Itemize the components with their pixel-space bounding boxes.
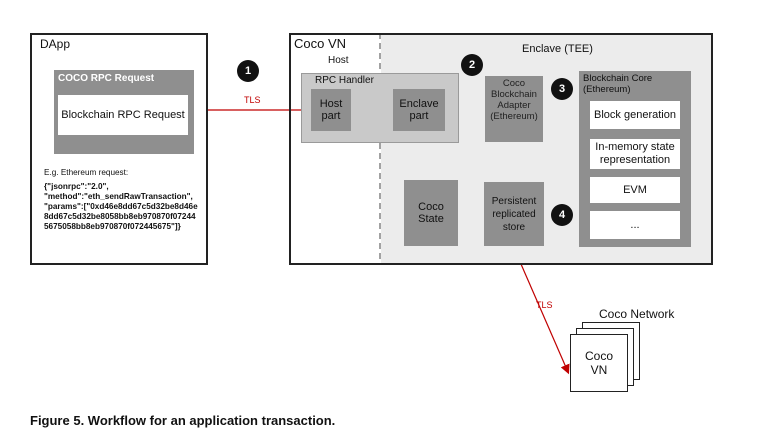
step-badge-1: 1 [237,60,259,82]
in-memory-state-label: In-memory state [595,141,675,153]
adapter-label: (Ethereum) [490,111,538,122]
store-label: replicated [492,208,536,220]
evm-box: EVM [590,177,680,203]
coco-vn-title: Coco VN [294,36,347,51]
step-badge-4: 4 [551,204,573,226]
more-items-box: ... [590,211,680,239]
persistent-store-box: Persistent replicated store [484,182,544,246]
coco-state-label: Coco [418,201,444,213]
example-line: {"jsonrpc":"2.0", [44,182,109,191]
example-request-text: E.g. Ethereum request: {"jsonrpc":"2.0",… [44,168,204,232]
more-items-label: ... [630,219,640,231]
store-label: Persistent [491,195,537,207]
host-part-label: Host [319,98,343,110]
blockchain-rpc-request-label: Blockchain RPC Request [61,109,185,121]
adapter-label: Adapter [497,100,531,111]
core-subtitle: (Ethereum) [583,84,631,95]
enclave-part-label: part [409,110,429,122]
tls-label-dapp: TLS [244,95,261,105]
example-line: "params":["0xd46e8dd67c5d32be8d46e [44,202,198,211]
enclave-part-label: Enclave [399,98,439,110]
in-memory-state-box: In-memory state representation [590,139,680,169]
rpc-handler-label: RPC Handler [315,75,374,86]
store-label: store [502,221,526,233]
coco-network-title: Coco Network [599,307,675,321]
host-part-box: Host part [311,89,351,131]
tls-arrow-store-network [512,245,570,375]
enclave-label: Enclave (TEE) [522,43,593,55]
host-label: Host [328,55,349,66]
tls-label-network: TLS [536,300,553,310]
host-part-label: part [321,110,341,122]
dapp-title: DApp [40,37,71,51]
figure-caption: Figure 5. Workflow for an application tr… [30,413,336,428]
coco-state-box: Coco State [404,180,458,246]
block-generation-box: Block generation [590,101,680,129]
example-line: E.g. Ethereum request: [44,168,129,177]
adapter-label: Coco [502,78,526,89]
coco-vn-node-label: Coco [584,349,613,363]
evm-label: EVM [623,184,647,196]
step-badge-3: 3 [551,78,573,100]
in-memory-state-label: representation [599,154,671,166]
blockchain-adapter-box: Coco Blockchain Adapter (Ethereum) [485,76,543,142]
coco-network-node: Coco VN [570,334,628,392]
step-badge-2: 2 [461,54,483,76]
blockchain-rpc-request-box: Blockchain RPC Request [58,95,188,135]
enclave-part-box: Enclave part [393,89,445,131]
coco-rpc-request-label: COCO RPC Request [58,73,155,84]
example-line: 5675058bb8eb970870f072445675"]} [44,222,181,231]
coco-vn-frame [289,33,713,265]
core-title: Blockchain Core [583,73,653,84]
example-line: "method":"eth_sendRawTransaction", [44,192,193,201]
coco-state-label: State [418,213,444,225]
adapter-label: Blockchain [491,89,537,100]
block-generation-label: Block generation [594,109,676,121]
blockchain-core-label: Blockchain Core (Ethereum) [583,73,652,95]
example-line: 8dd67c5d32be8058bb8eb970870f07244 [44,212,196,221]
coco-vn-node-label: VN [590,363,608,377]
